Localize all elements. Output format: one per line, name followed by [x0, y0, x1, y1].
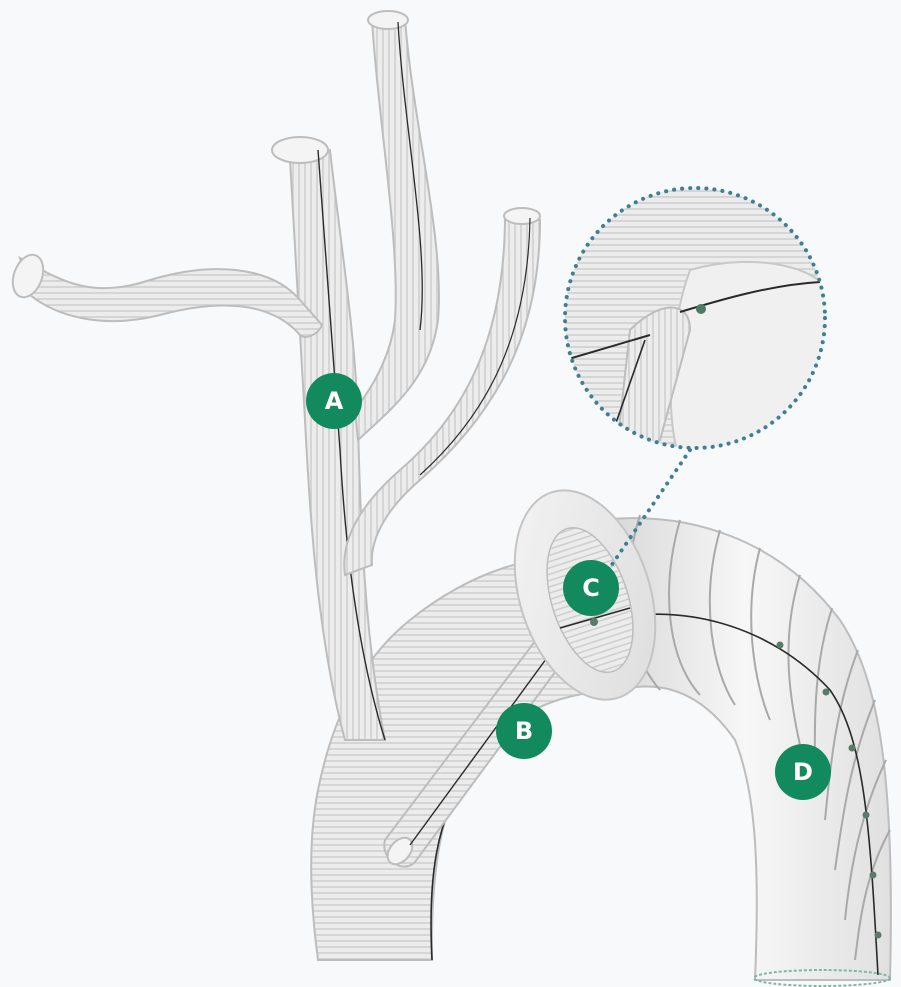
marker-d: D: [775, 744, 831, 800]
marker-a-label: A: [325, 387, 344, 415]
marker-c: C: [563, 560, 619, 616]
marker-d-label: D: [793, 758, 813, 786]
marker-b-label: B: [515, 717, 533, 745]
marker-c-label: C: [582, 574, 600, 602]
marker-b: B: [496, 703, 552, 759]
marker-a: A: [306, 373, 362, 429]
